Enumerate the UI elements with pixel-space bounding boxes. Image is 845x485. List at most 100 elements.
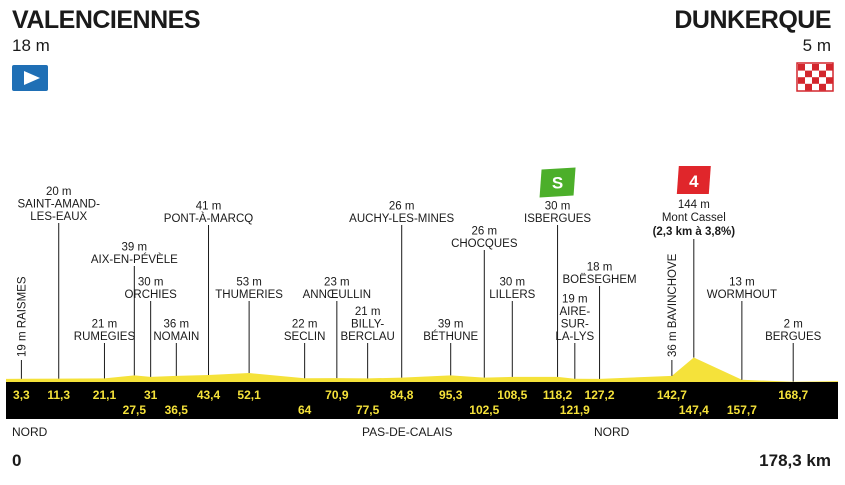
km-label: 11,3 [47, 388, 70, 402]
km-label: 27,5 [123, 403, 147, 417]
waypoint-name: AUCHY-LES-MINES [349, 213, 454, 225]
waypoint-altitude: 36 m [164, 319, 190, 331]
km-label: 95,3 [439, 388, 463, 402]
waypoint-name: AIRE- [559, 306, 590, 318]
km-label: 21,1 [93, 388, 117, 402]
waypoint-altitude: 21 m [92, 319, 118, 331]
finish-city: DUNKERQUE [674, 6, 831, 34]
profile-area [6, 357, 838, 382]
waypoint-altitude: 2 m [784, 319, 803, 331]
waypoint-name: BERCLAU [340, 331, 394, 343]
waypoint-name: BOËSEGHEM [562, 274, 636, 286]
km-label: 36,5 [165, 403, 189, 417]
sprint-icon: S [539, 167, 576, 198]
waypoint-name: CHOCQUES [451, 238, 518, 250]
waypoint-name: ISBERGUES [524, 213, 591, 225]
waypoint-name: LA-LYS [555, 331, 594, 343]
waypoint-altitude: 53 m [236, 277, 262, 289]
waypoint-name: RUMEGIES [74, 331, 136, 343]
km-label: 84,8 [390, 388, 414, 402]
waypoint-name: PONT-À-MARCQ [164, 212, 254, 225]
finish-flag-icon [796, 62, 834, 92]
waypoint-altitude: 22 m [292, 319, 318, 331]
waypoint-vertical-label: 19 m RAISMES [16, 276, 28, 357]
waypoint-altitude: 20 m [46, 186, 72, 198]
km-label: 108,5 [497, 388, 527, 402]
start-altitude: 18 m [12, 36, 50, 55]
waypoint-name: THUMERIES [215, 289, 283, 301]
km-label: 157,7 [727, 403, 757, 417]
waypoint-altitude: 30 m [545, 201, 571, 213]
waypoint-18: 142,7 36 m BAVINCHOVE [657, 253, 687, 402]
start-flag-icon [12, 65, 48, 91]
km-label: 77,5 [356, 403, 380, 417]
waypoint-altitude: 39 m [438, 319, 464, 331]
waypoint-name: SAINT-AMAND- [18, 199, 101, 211]
waypoint-name: WORMHOUT [707, 289, 777, 301]
km-label: 121,9 [560, 403, 590, 417]
waypoint-altitude: 30 m [138, 277, 164, 289]
km-label: 118,2 [543, 388, 573, 402]
waypoint-altitude: 19 m [562, 294, 588, 306]
km-label: 64 [298, 403, 312, 417]
waypoint-altitude: 41 m [196, 201, 222, 213]
waypoint-altitude: 144 m [678, 199, 710, 211]
km-label: 31 [144, 388, 158, 402]
waypoint-altitude: 18 m [587, 262, 613, 274]
start-city: VALENCIENNES [12, 6, 201, 34]
km-label: 52,1 [237, 388, 261, 402]
waypoint-name: BÉTHUNE [423, 330, 478, 343]
km-label: 3,3 [13, 388, 30, 402]
km-label: 127,2 [585, 388, 615, 402]
climb-detail: (2,3 km à 3,8%) [653, 226, 736, 238]
waypoint-name: SECLIN [284, 331, 326, 343]
climb-category-label: 4 [689, 172, 699, 191]
waypoint-altitude: 26 m [472, 226, 498, 238]
waypoint-name: AIX-EN-PÉVÈLE [91, 253, 178, 266]
waypoint-0: 3,3 19 m RAISMES [13, 276, 30, 402]
km-label: 70,9 [325, 388, 349, 402]
finish-altitude: 5 m [802, 36, 831, 55]
waypoint-name: NOMAIN [153, 331, 199, 343]
km-label: 102,5 [469, 403, 499, 417]
waypoint-name: Mont Cassel [662, 212, 726, 224]
waypoint-name: ORCHIES [124, 289, 177, 301]
waypoint-altitude: 30 m [500, 277, 526, 289]
waypoint-altitude: 39 m [122, 242, 148, 254]
waypoint-name: BILLY- [351, 319, 384, 331]
region-label-pas-de-calais: PAS-DE-CALAIS [362, 425, 453, 439]
distance-total: 178,3 km [759, 451, 831, 470]
km-label: 142,7 [657, 388, 687, 402]
region-label-nord-1: NORD [12, 425, 48, 439]
distance-start: 0 [12, 451, 22, 470]
waypoint-name: LES-EAUX [30, 211, 87, 223]
km-label: 147,4 [679, 403, 709, 417]
region-label-nord-2: NORD [594, 425, 630, 439]
waypoint-altitude: 13 m [729, 277, 755, 289]
waypoint-vertical-label: 36 m BAVINCHOVE [667, 253, 679, 357]
waypoint-name: SUR- [561, 319, 589, 331]
waypoint-name: BERGUES [765, 331, 822, 343]
waypoint-name: ANNŒULLIN [303, 289, 371, 301]
climb-category-icon: 4 [676, 166, 711, 194]
sprint-label: S [552, 174, 563, 193]
km-label: 43,4 [197, 388, 221, 402]
waypoint-altitude: 26 m [389, 201, 415, 213]
